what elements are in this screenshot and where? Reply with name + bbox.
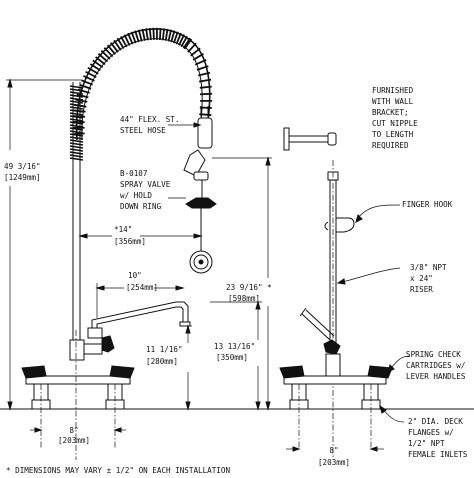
- bracket-line-1: FURNISHED: [372, 86, 414, 95]
- front-view: 8" [203mm] 49 3/16" [1249mm] *14" [356mm…: [0, 27, 474, 460]
- callout-deck-flanges: 2" DIA. DECK FLANGES w/ 1/2" NPT FEMALE …: [379, 404, 468, 459]
- bracket-line-4: CUT NIPPLE: [372, 119, 418, 128]
- body-elbow: [83, 343, 103, 355]
- deck-flanges-line-4: FEMALE INLETS: [408, 450, 468, 459]
- riser-height-mm: [598mm]: [228, 294, 260, 303]
- footnote: * DIMENSIONS MAY VARY ± 1/2" ON EACH INS…: [6, 466, 230, 475]
- dim-spout-height: 11 1/16" [280mm]: [146, 324, 192, 411]
- spout-height-mm: [280mm]: [146, 357, 178, 366]
- wall-bracket: [283, 127, 337, 151]
- spray-reach-mm: [356mm]: [114, 237, 146, 246]
- deck-flanges-line-3: 1/2" NPT: [408, 439, 445, 448]
- body-height-mm: [350mm]: [216, 353, 248, 362]
- overall-height-mm: [1249mm]: [4, 173, 41, 182]
- callout-finger-hook: FINGER HOOK: [355, 200, 453, 223]
- finger-hook: [324, 217, 355, 233]
- hose-label-line-1: 44" FLEX. ST.: [120, 115, 179, 124]
- side-view: FURNISHED WITH WALL BRACKET; CUT NIPPLE …: [279, 86, 468, 467]
- dim-riser-height: 23 9/16" * [598mm]: [212, 156, 272, 411]
- left-lever-handle: [21, 365, 47, 379]
- spray-valve-line-2: SPRAY VALVE: [120, 180, 171, 189]
- swing-spout: [87, 301, 191, 339]
- center-front-mm: [203mm]: [58, 436, 90, 445]
- hose-label-line-2: STEEL HOSE: [120, 126, 166, 135]
- dim-center-front: 8" [203mm]: [30, 426, 126, 445]
- spray-valve: [183, 106, 217, 209]
- body-height-value: 13 13/16": [214, 342, 255, 351]
- bracket-line-5: TO LENGTH: [372, 130, 414, 139]
- callout-spray-valve: B-0107 SPRAY VALVE w/ HOLD DOWN RING: [120, 169, 186, 211]
- riser-label-line-3: RISER: [410, 285, 433, 294]
- body-column: [69, 339, 85, 361]
- faucet-body: [21, 335, 135, 410]
- dim-body-height: 13 13/16" [350mm]: [210, 300, 262, 411]
- spring-check-line-1: SPRING CHECK: [406, 350, 461, 359]
- spring-check-line-3: LEVER HANDLES: [406, 372, 466, 381]
- callout-hose: 44" FLEX. ST. STEEL HOSE: [120, 115, 202, 135]
- spray-valve-line-4: DOWN RING: [120, 202, 162, 211]
- riser-label-line-2: x 24": [410, 274, 433, 283]
- spout-length-value: 10": [128, 271, 142, 280]
- dim-spray-reach: *14" [356mm]: [78, 225, 203, 246]
- callout-spring-check: SPRING CHECK CARTRIDGES w/ LEVER HANDLES: [387, 350, 466, 381]
- dim-center-side: 8" [203mm]: [286, 446, 384, 467]
- spout-height-value: 11 1/16": [146, 345, 183, 354]
- spring-check-line-2: CARTRIDGES w/: [406, 361, 465, 370]
- side-body: [279, 353, 393, 410]
- spray-reach-value: *14": [114, 225, 132, 234]
- side-spout: [299, 307, 341, 355]
- deck-flanges-line-2: FLANGES w/: [408, 428, 454, 437]
- deck-flanges-line-1: 2" DIA. DECK: [408, 417, 463, 426]
- dim-spout-length: 10" [254mm]: [95, 271, 185, 318]
- spray-valve-line-1: B-0107: [120, 169, 147, 178]
- dim-overall-height: 49 3/16" [1249mm]: [4, 78, 82, 411]
- hose-spring-coil: [72, 27, 213, 136]
- overall-height-value: 49 3/16": [4, 162, 41, 171]
- bracket-line-3: BRACKET;: [372, 108, 409, 117]
- riser-height-value: 23 9/16" *: [226, 283, 272, 292]
- callout-riser: 3/8" NPT x 24" RISER: [336, 263, 447, 294]
- spout-length-mm: [254mm]: [126, 283, 158, 292]
- center-side-mm: [203mm]: [318, 458, 350, 467]
- bracket-line-6: REQUIRED: [372, 141, 409, 150]
- check-valve-handle: [101, 335, 115, 353]
- hold-down-ring: [189, 208, 213, 274]
- center-side-value: 8": [329, 446, 338, 455]
- spray-valve-line-3: w/ HOLD: [120, 191, 152, 200]
- deck-bar: [25, 375, 131, 385]
- bracket-line-2: WITH WALL: [372, 97, 414, 106]
- riser-label-line-1: 3/8" NPT: [410, 263, 447, 272]
- right-lever-handle: [109, 365, 135, 379]
- center-front-value: 8": [69, 426, 78, 435]
- finger-hook-label: FINGER HOOK: [402, 200, 453, 209]
